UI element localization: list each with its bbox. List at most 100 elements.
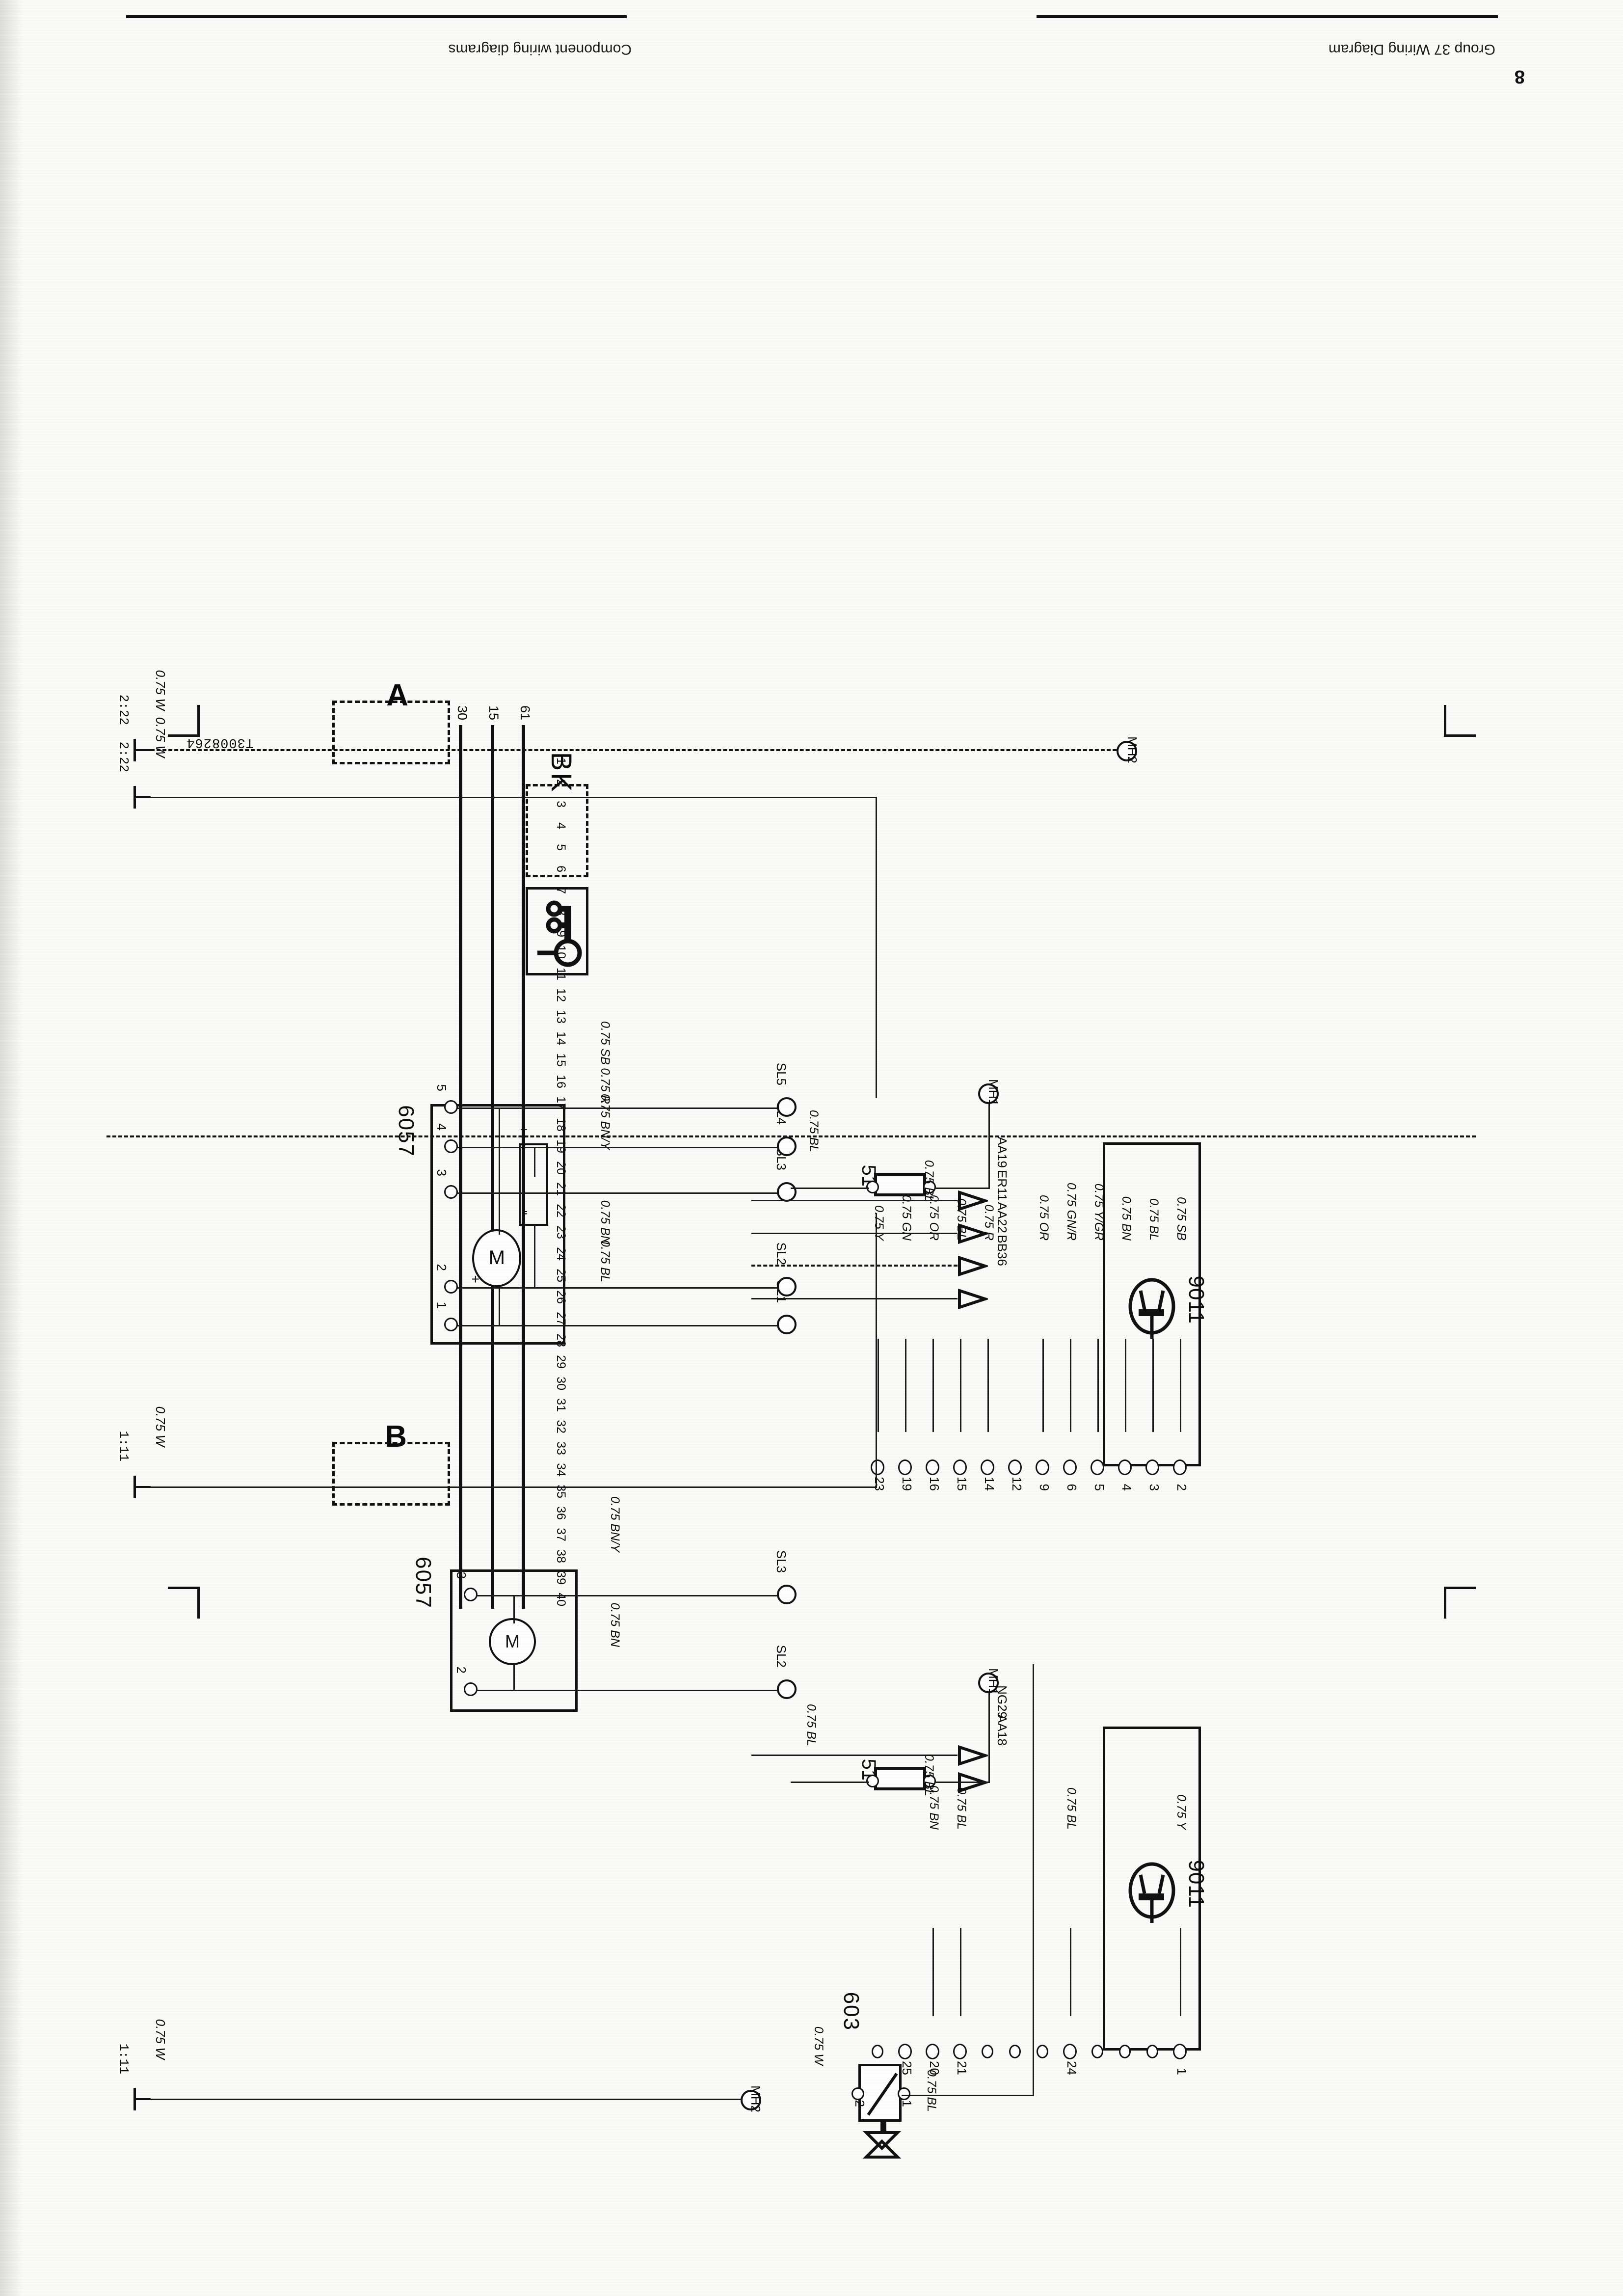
cross-ref-arrow-BB36 xyxy=(958,1289,988,1309)
connector-9011-a-pin-number-15: 15 xyxy=(955,1477,969,1491)
cross-ref-arrow-AA19 xyxy=(958,1190,988,1211)
connector-9011-b-pin-number-21: 21 xyxy=(955,2061,969,2075)
component-603-wire-out-label: 0.75 BL xyxy=(925,2069,938,2112)
component-6057-a-motor-symbol: M xyxy=(472,1229,521,1287)
column-tick-33: 33 xyxy=(554,1441,568,1456)
frame-corner-bottom-right xyxy=(1444,1587,1476,1619)
bus-label-15: 15 xyxy=(486,705,501,720)
connector-9011-b-pin-lead-21 xyxy=(960,1928,961,2016)
frame-corner-top-left xyxy=(168,705,200,737)
connector-9011-a-pin-number-4: 4 xyxy=(1119,1484,1134,1491)
component-6057-b-pin-number-3: 3 xyxy=(454,1571,469,1579)
connector-9011-b-pin-node-25 xyxy=(898,2044,912,2059)
cross-ref-label-AA19: AA19 xyxy=(995,1136,1010,1168)
connector-9011-a-pin-lead-15 xyxy=(960,1339,961,1432)
connector-9011-a-pin-number-19: 19 xyxy=(900,1477,914,1491)
splice-label-SL2-a: SL2 xyxy=(774,1242,789,1265)
connector-9011-b-pin-node-blank-3 xyxy=(1091,2045,1103,2058)
component-6057-a-pin-node-1 xyxy=(444,1318,458,1331)
page-number: 8 xyxy=(1514,66,1525,87)
column-tick-29: 29 xyxy=(554,1355,568,1369)
component-6057-a-pin-wire-label-5: 0.75 SB xyxy=(598,1021,612,1065)
connector-9011-b-pin-lead-24 xyxy=(1070,1928,1071,2016)
splice-SL2-a xyxy=(777,1277,797,1297)
section-a-label: A xyxy=(386,678,408,712)
section-b-label: B xyxy=(385,1420,407,1454)
connector-9011-a-pin-lead-3 xyxy=(1152,1339,1154,1432)
splice-label-SL3-b: SL3 xyxy=(774,1550,789,1573)
scan-edge-shadow xyxy=(0,0,23,2296)
column-tick-15: 15 xyxy=(554,1053,568,1067)
connector-9011-b-pin-node-1 xyxy=(1173,2044,1187,2059)
frame-corner-top-right xyxy=(1444,705,1476,737)
resistor-a-bottom-riser xyxy=(534,1147,535,1177)
connector-9011-b-pin-node-24 xyxy=(1063,2044,1077,2059)
section-a-solid-wire xyxy=(150,797,877,798)
component-6057-a-pin-node-3 xyxy=(444,1185,458,1199)
cross-ref-arrow-NG29 xyxy=(958,1745,988,1766)
connector-9011-a-pin-node-16 xyxy=(926,1459,939,1475)
connector-9011-a-pin-wire-5: 0.75 Y/GR xyxy=(1092,1183,1106,1241)
connector-9011-a-pin-node-4 xyxy=(1118,1459,1132,1475)
connector-9011-a-pin-lead-6 xyxy=(1070,1339,1071,1432)
component-6057-a-pin-wire-label-1: 0.75 BL xyxy=(598,1240,612,1282)
column-tick-31: 31 xyxy=(554,1398,568,1412)
cross-ref-wire-BB36 xyxy=(751,1298,958,1299)
connector-9011-a-pin-wire-14: 0.75 R xyxy=(982,1204,996,1241)
component-6057-a-pin-wire-label-2: 0.75 BN xyxy=(598,1200,612,1244)
section-a-ref1-stub xyxy=(134,749,151,751)
connector-9011-b-pin-wire-24: 0.75 BL xyxy=(1064,1787,1078,1830)
section-b-ref1-wire-run xyxy=(150,1486,877,1488)
component-6057-a-pin-wire-4 xyxy=(457,1147,789,1148)
section-a-dashed-wire xyxy=(151,749,1122,751)
bk-label: BK xyxy=(545,752,577,794)
fuse-51-b-ground-riser xyxy=(988,1690,990,1783)
connector-9011-a-pin-node-9 xyxy=(1036,1459,1049,1475)
column-tick-34: 34 xyxy=(554,1463,568,1477)
connector-9011-a-id: 9011 xyxy=(1184,1275,1208,1324)
column-tick-16: 16 xyxy=(554,1074,568,1088)
connector-9011-a-pin-wire-9: 0.75 OR xyxy=(1037,1194,1051,1241)
frame-corner-bottom-left xyxy=(168,1587,200,1619)
connector-9011-b-pin-node-20 xyxy=(926,2044,939,2059)
lamp-icon-a xyxy=(1128,1278,1175,1339)
splice-SL4-a xyxy=(777,1136,797,1156)
fuse-51-b-in-label: 0.75 BL xyxy=(804,1703,818,1746)
section-b-ref1-stub xyxy=(134,1486,151,1488)
bus-label-30: 30 xyxy=(455,705,470,720)
component-603-wire-in: 0.75 W xyxy=(812,2026,825,2065)
connector-9011-b-pin-wire-20: 0.75 BN xyxy=(927,1785,941,1830)
column-tick-37: 37 xyxy=(554,1528,568,1542)
component-6057-b-pin-wire-2 xyxy=(477,1690,789,1691)
connector-9011-a-pin-number-6: 6 xyxy=(1064,1484,1079,1491)
column-tick-12: 12 xyxy=(554,988,568,1002)
component-6057-a-pin-wire-3 xyxy=(457,1192,789,1194)
valve-actuator-icon xyxy=(862,2120,902,2159)
connector-9011-b-pin-wire-1: 0.75 Y xyxy=(1174,1794,1188,1830)
cross-ref-wire-AA22 xyxy=(751,1265,958,1267)
splice-SL5-a xyxy=(777,1097,797,1117)
connector-9011-a-pin-number-2: 2 xyxy=(1174,1484,1189,1491)
connector-9011-b-pin-lead-1 xyxy=(1180,1928,1181,2016)
component-603-pin1-node xyxy=(898,2087,910,2100)
connector-9011-a-pin-wire-2: 0.75 SB xyxy=(1174,1197,1188,1241)
motor-b-top-lead xyxy=(513,1664,515,1691)
connector-9011-b-pin-node-blank-5 xyxy=(1037,2045,1048,2058)
fuse-51-b-right-node xyxy=(866,1775,879,1787)
connector-9011-b-pin-lead-20 xyxy=(932,1928,934,2016)
motor-letter-a: M xyxy=(488,1247,505,1269)
connector-9011-a-pin-lead-23 xyxy=(878,1339,879,1432)
component-6057-a-pin-number-4: 4 xyxy=(434,1123,449,1131)
section-b-ref1-label: 1:11 xyxy=(116,1431,131,1461)
key-switch-icon xyxy=(537,900,582,967)
component-603-wire-out xyxy=(902,2095,1034,2096)
component-6057-b-pin-wire-3 xyxy=(477,1595,789,1596)
column-tick-13: 13 xyxy=(554,1009,568,1024)
connector-9011-a-pin-wire-23: 0.75 Y xyxy=(872,1205,886,1241)
component-6057-a-pin-wire-2 xyxy=(457,1287,789,1289)
connector-9011-a-pin-number-5: 5 xyxy=(1092,1484,1107,1491)
connector-9011-a-pin-lead-9 xyxy=(1042,1339,1044,1432)
connector-9011-b-pin-node-blank-7 xyxy=(982,2045,993,2058)
